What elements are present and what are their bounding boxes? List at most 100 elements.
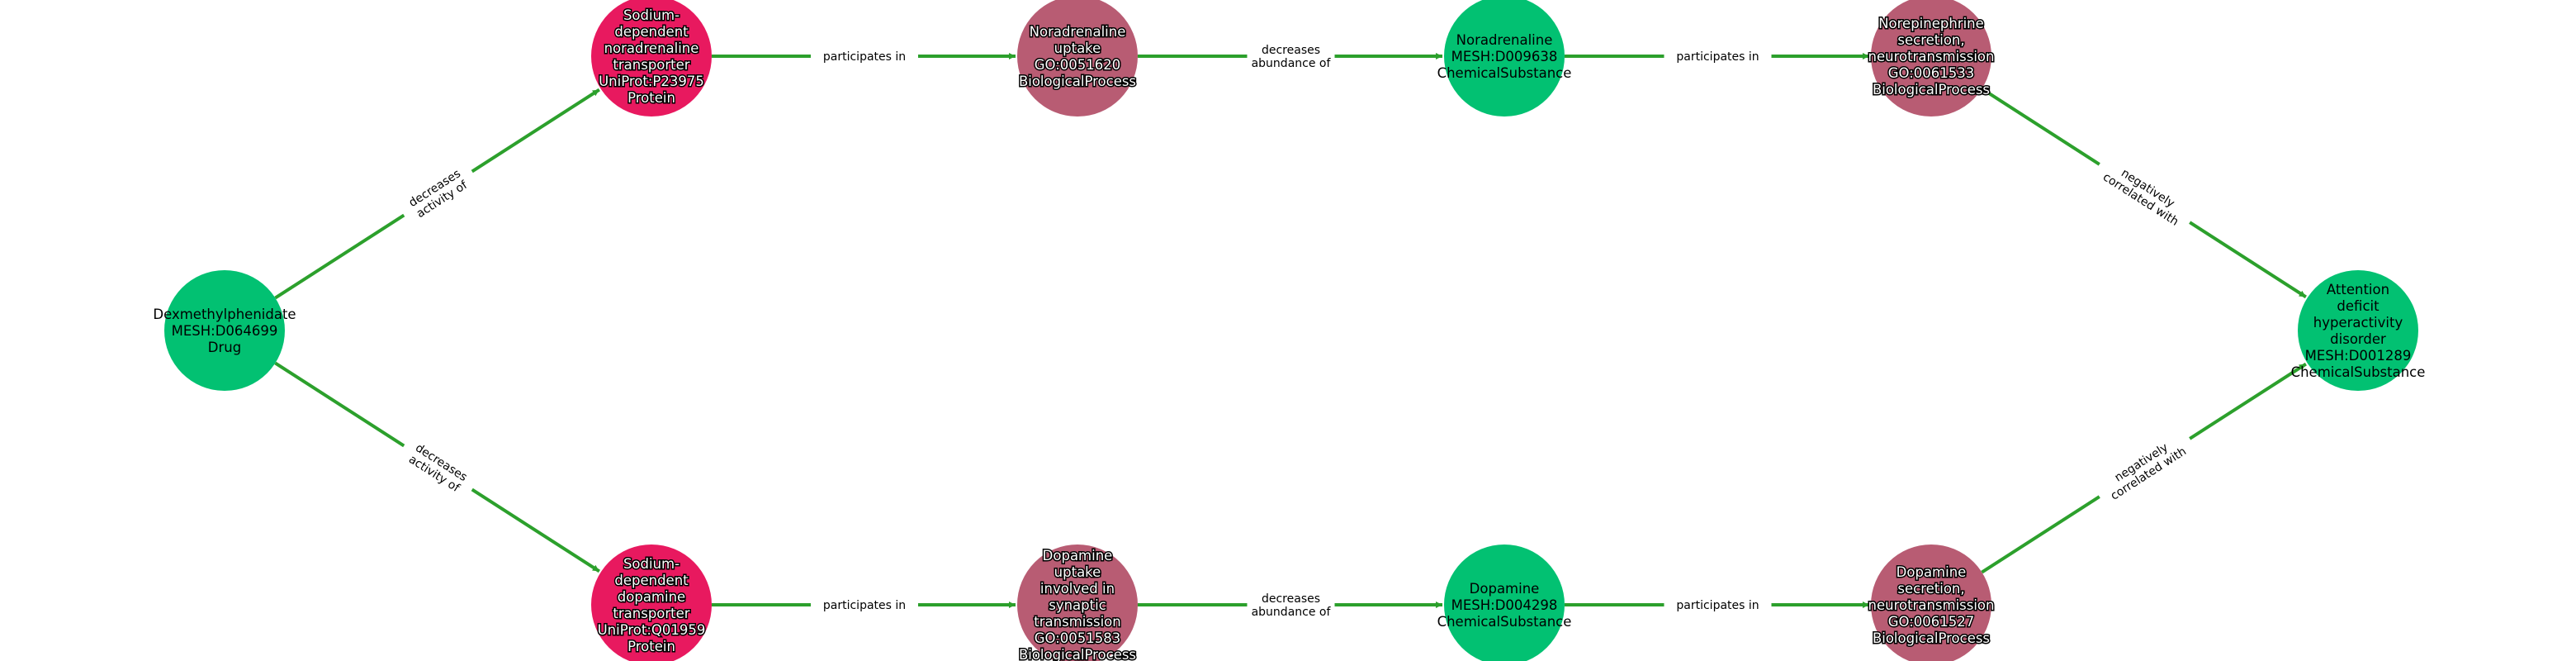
edge-label: participates in (811, 48, 918, 64)
node-circle (1871, 0, 1991, 117)
node-label-line: secretion, (1897, 32, 1964, 48)
node-label-line: Protein (627, 90, 675, 106)
node-circle (1017, 0, 1138, 117)
node-dasec[interactable]: Dopaminesecretion,neurotransmissionGO:00… (1867, 544, 1996, 661)
edge-label-background (811, 597, 918, 613)
nodes-layer: DexmethylphenidateMESH:D064699DrugSodium… (153, 0, 2425, 661)
node-net[interactable]: Sodium-dependentnoradrenalinetransporter… (591, 0, 712, 117)
node-label-line: uptake (1054, 40, 1101, 56)
node-label-line: UniProt:P23975 (599, 74, 704, 89)
node-label-line: neurotransmission (1868, 49, 1995, 64)
node-adhd[interactable]: AttentiondeficithyperactivitydisorderMES… (2291, 270, 2426, 391)
node-label-line: Protein (627, 639, 675, 654)
node-label-line: Attention (2327, 282, 2389, 297)
node-label-line: involved in (1040, 581, 1115, 597)
node-label-line: Dopamine (1896, 564, 1967, 580)
node-circle (1871, 544, 1991, 661)
node-label-line: Norepinephrine (1878, 16, 1984, 31)
node-label-line: synaptic (1049, 597, 1106, 613)
edge-label-text: abundance of (1252, 57, 1332, 70)
edge-label-text: participates in (1676, 599, 1759, 612)
node-label-line: MESH:D009638 (1451, 49, 1558, 64)
edge-label: participates in (1664, 597, 1772, 613)
node-label-line: Drug (208, 340, 241, 355)
node-label-line: uptake (1054, 564, 1101, 580)
node-label-line: Sodium- (623, 7, 680, 23)
node-label-line: GO:0051620 (1035, 57, 1121, 73)
node-label-line: secretion, (1897, 581, 1964, 597)
node-circle (591, 544, 712, 661)
node-label-line: Dopamine (1470, 581, 1540, 597)
edge-label-text: participates in (823, 50, 906, 64)
node-label-line: disorder (2330, 331, 2386, 347)
edge-label-background (1247, 41, 1335, 71)
node-label-line: BiologicalProcess (1873, 82, 1990, 97)
edge-label-text: decreases (1262, 44, 1320, 57)
edges-layer (274, 53, 2307, 608)
node-label-line: Dexmethylphenidate (153, 307, 296, 322)
edge-label: participates in (1664, 48, 1772, 64)
edge-label-background (2091, 426, 2198, 510)
edge-label-text: participates in (1676, 50, 1759, 64)
node-circle (1444, 544, 1565, 661)
node-label-line: MESH:D001289 (2305, 348, 2412, 364)
node-na[interactable]: NoradrenalineMESH:D009638ChemicalSubstan… (1437, 0, 1572, 117)
edge-label-background (395, 433, 481, 502)
node-nauptake[interactable]: NoradrenalineuptakeGO:0051620BiologicalP… (1017, 0, 1138, 117)
edge-label-background (1247, 590, 1335, 620)
node-circle (1444, 0, 1565, 117)
edge-label-background (395, 159, 481, 228)
node-label-line: UniProt:Q01959 (598, 622, 706, 638)
node-label-line: MESH:D004298 (1451, 597, 1558, 613)
node-label-line: Noradrenaline (1456, 32, 1553, 48)
edge-label-background (1664, 597, 1772, 613)
node-label-line: GO:0061527 (1888, 614, 1975, 630)
edge-label-background (1664, 48, 1772, 64)
node-label-line: GO:0051583 (1035, 630, 1121, 646)
node-label-line: MESH:D064699 (172, 323, 278, 339)
node-label-line: transporter (613, 57, 689, 73)
node-label-line: Sodium- (623, 556, 680, 572)
edge-label-text: decreases (1262, 592, 1320, 606)
node-label-line: noradrenaline (604, 40, 699, 56)
edge-label-text: abundance of (1252, 606, 1332, 619)
node-circle (591, 0, 712, 117)
node-label-line: neurotransmission (1868, 597, 1995, 613)
node-circle (1017, 544, 1138, 661)
edge-label-background (811, 48, 918, 64)
node-label-line: hyperactivity (2313, 315, 2403, 330)
node-label-line: Dopamine (1043, 548, 1113, 564)
node-label-line: transmission (1034, 614, 1120, 630)
edge-label-background (2091, 151, 2198, 235)
edge-label: participates in (811, 597, 918, 613)
node-label-line: dopamine (618, 589, 685, 605)
node-label-line: ChemicalSubstance (1437, 65, 1572, 81)
edge-label-text: participates in (823, 599, 906, 612)
node-label-line: dependent (614, 24, 689, 40)
node-label-line: ChemicalSubstance (1437, 614, 1572, 630)
node-label-line: BiologicalProcess (1019, 647, 1136, 661)
node-label-line: deficit (2337, 298, 2379, 314)
node-nesec[interactable]: Norepinephrinesecretion,neurotransmissio… (1867, 0, 1996, 117)
node-label-line: Noradrenaline (1030, 24, 1126, 40)
node-label-line: ChemicalSubstance (2291, 364, 2426, 380)
node-label-line: dependent (614, 573, 689, 588)
node-circle (2298, 270, 2418, 391)
node-label-line: BiologicalProcess (1019, 74, 1136, 89)
node-label-line: transporter (613, 606, 689, 621)
node-circle (164, 270, 285, 391)
node-dat[interactable]: Sodium-dependentdopaminetransporterUniPr… (591, 544, 712, 661)
node-label-line: BiologicalProcess (1873, 630, 1990, 646)
node-label-line: GO:0061533 (1888, 65, 1975, 81)
